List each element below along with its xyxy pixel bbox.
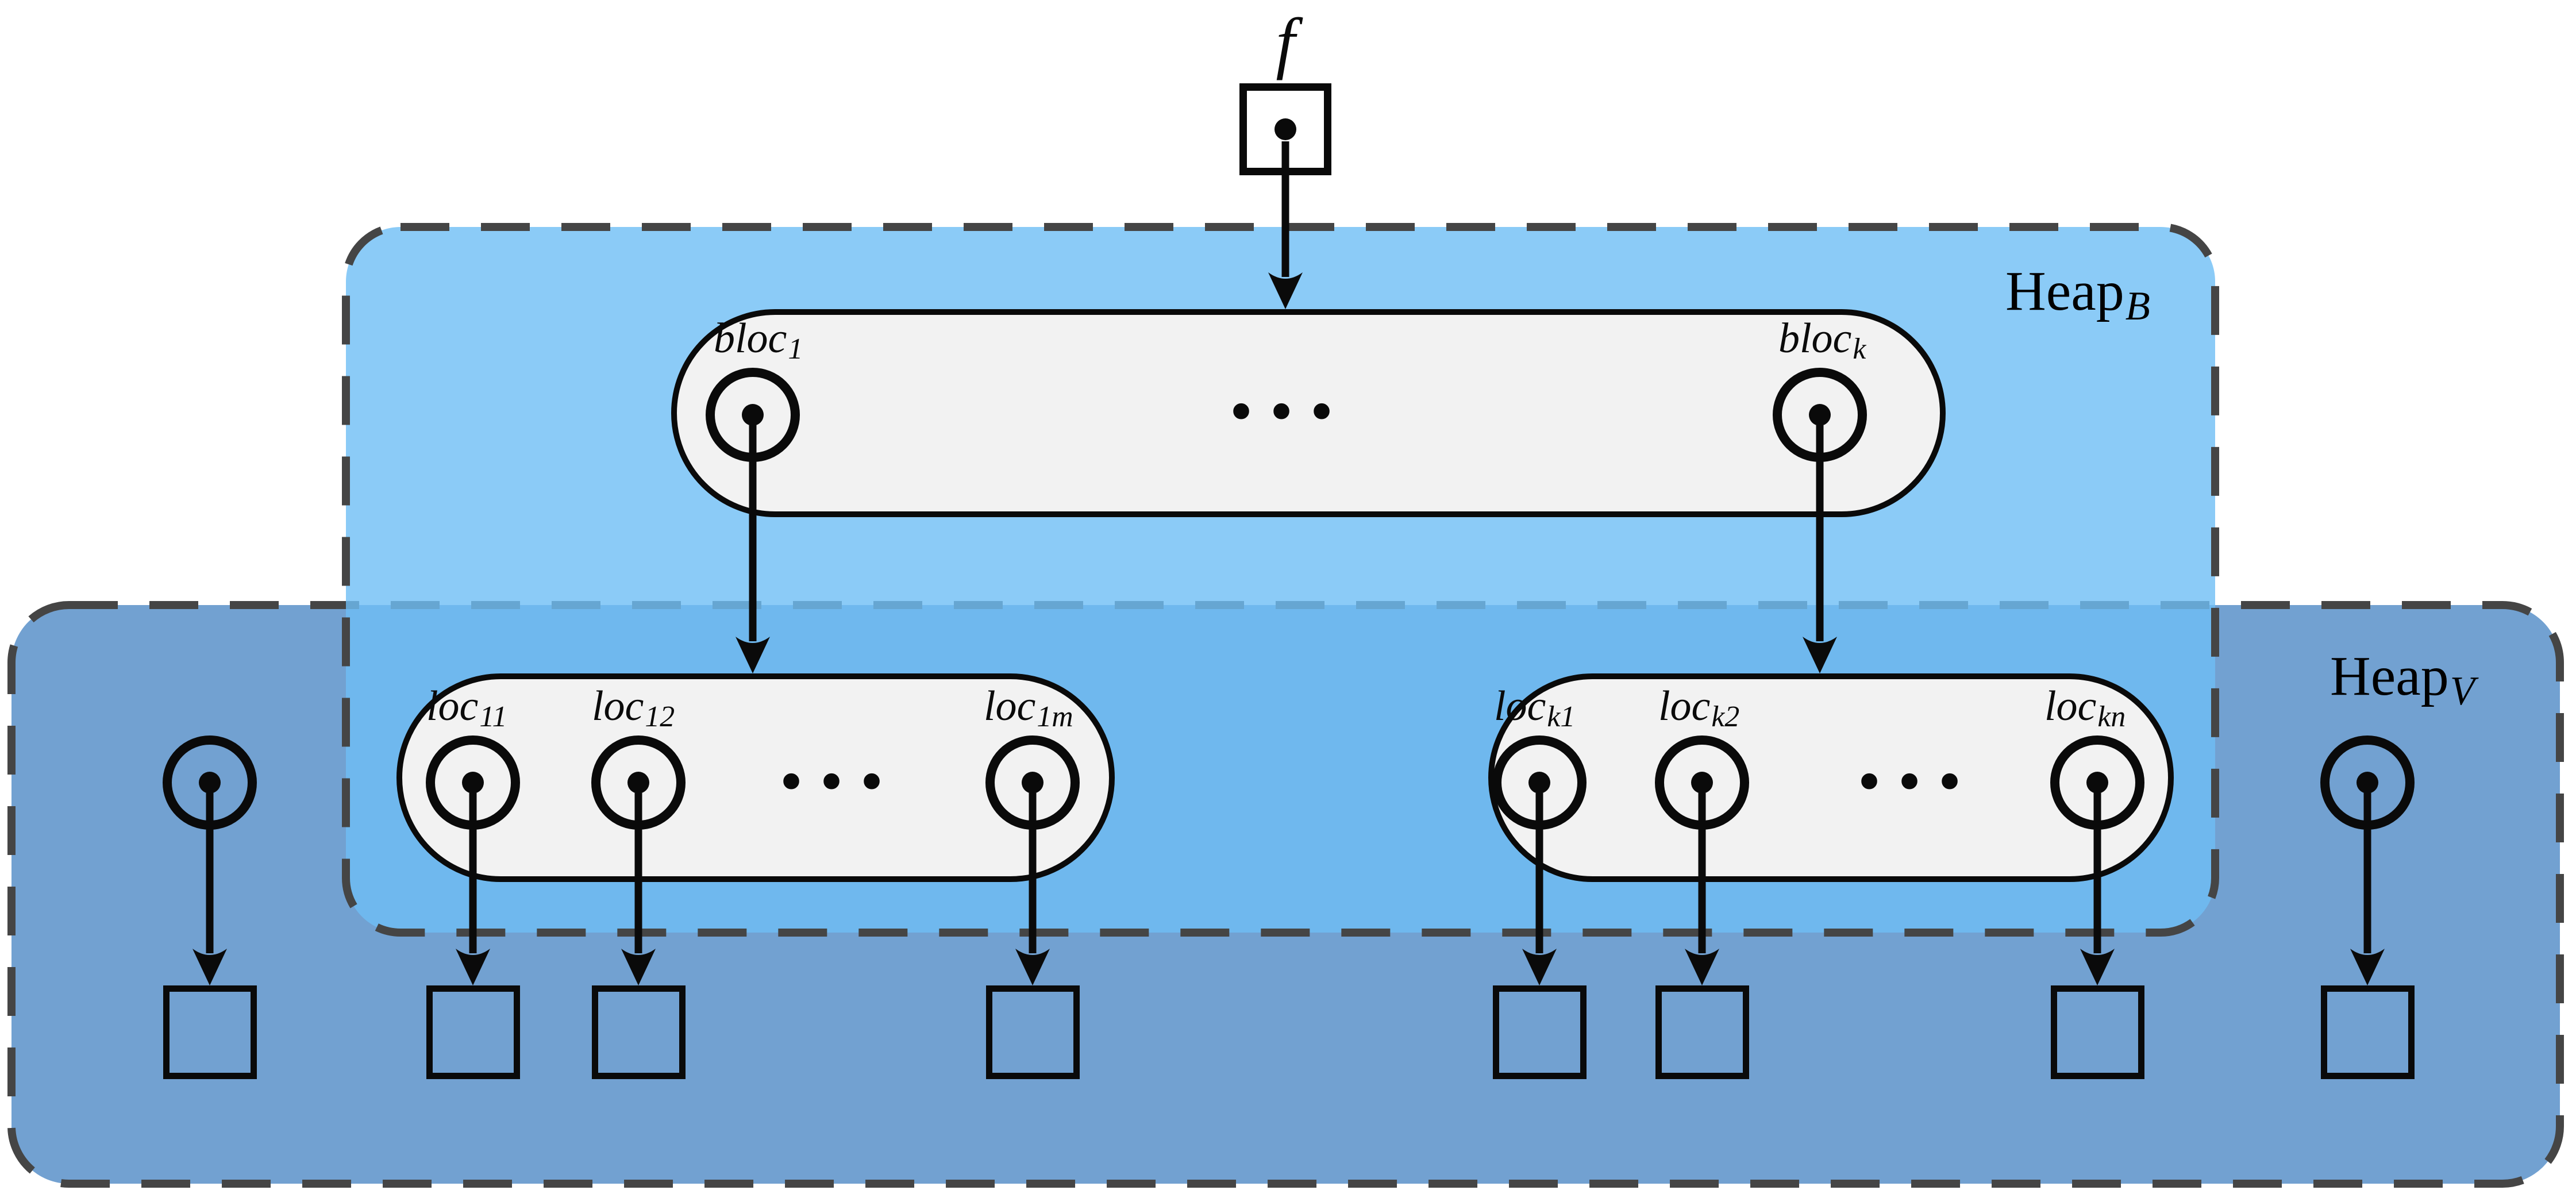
heap-v-region xyxy=(7,601,2564,1188)
value-square xyxy=(426,985,520,1079)
loc-kn-dot xyxy=(2086,772,2108,794)
bloc-1-base: bloc xyxy=(714,315,787,362)
value-square xyxy=(163,985,257,1079)
value-square xyxy=(1655,985,1749,1079)
bloc-k-base: bloc xyxy=(1778,315,1852,362)
heap-v-label-subscript: V xyxy=(2450,668,2475,714)
loc-11-label: loc11 xyxy=(426,683,507,732)
loc-k1-base: loc xyxy=(1494,683,1546,730)
bloc-1-dot xyxy=(742,404,764,426)
loc-12-sub: 12 xyxy=(645,700,675,734)
loc-1m-base: loc xyxy=(984,683,1036,730)
heap-b-label: HeapB xyxy=(2005,260,2150,326)
heap-b-label-subscript: B xyxy=(2125,283,2150,329)
loc-k2-sub: k2 xyxy=(1711,700,1740,734)
loc-pill-1-ellipsis: ••• xyxy=(775,752,896,815)
loc-k2-label: lock2 xyxy=(1658,683,1739,732)
loc-kn-sub: kn xyxy=(2097,700,2126,734)
heap-v-left-dot xyxy=(199,772,221,794)
loc-k2-dot xyxy=(1691,772,1713,794)
bloc-1-sub: 1 xyxy=(788,333,803,366)
loc-k1-sub: k1 xyxy=(1547,700,1576,734)
loc-1m-sub: 1m xyxy=(1037,700,1073,734)
heap-b-label-text: Heap xyxy=(2005,260,2124,322)
loc-11-base: loc xyxy=(426,683,479,730)
loc-1m-label: loc1m xyxy=(984,683,1073,732)
loc-1m-dot xyxy=(1022,772,1044,794)
root-pointer-label: f xyxy=(1276,4,1295,80)
loc-11-sub: 11 xyxy=(479,700,507,734)
heap-v-label: HeapV xyxy=(2330,645,2475,711)
loc-k2-base: loc xyxy=(1658,683,1711,730)
bloc-1-label: bloc1 xyxy=(714,315,803,364)
loc-12-label: loc12 xyxy=(592,683,675,732)
value-square xyxy=(986,985,1080,1079)
loc-kn-base: loc xyxy=(2044,683,2097,730)
root-pointer-dot xyxy=(1274,118,1296,140)
bloc-k-dot xyxy=(1809,404,1831,426)
loc-11-dot xyxy=(462,772,484,794)
root-pointer-box xyxy=(1239,83,1331,175)
heap-v-right-dot xyxy=(2356,772,2378,794)
loc-pill-k-ellipsis: ••• xyxy=(1853,752,1974,815)
value-square xyxy=(592,985,686,1079)
bloc-k-sub: k xyxy=(1853,333,1866,366)
loc-kn-label: lockn xyxy=(2044,683,2126,732)
loc-12-base: loc xyxy=(592,683,644,730)
bloc-pill xyxy=(671,309,1946,517)
loc-k1-dot xyxy=(1528,772,1550,794)
value-square xyxy=(2321,985,2415,1079)
loc-k1-label: lock1 xyxy=(1494,683,1575,732)
value-square xyxy=(1493,985,1587,1079)
loc-12-dot xyxy=(627,772,649,794)
value-square xyxy=(2051,985,2144,1079)
bloc-pill-ellipsis: ••• xyxy=(1225,382,1346,445)
heap-v-label-text: Heap xyxy=(2330,645,2449,707)
bloc-k-label: block xyxy=(1778,315,1866,364)
